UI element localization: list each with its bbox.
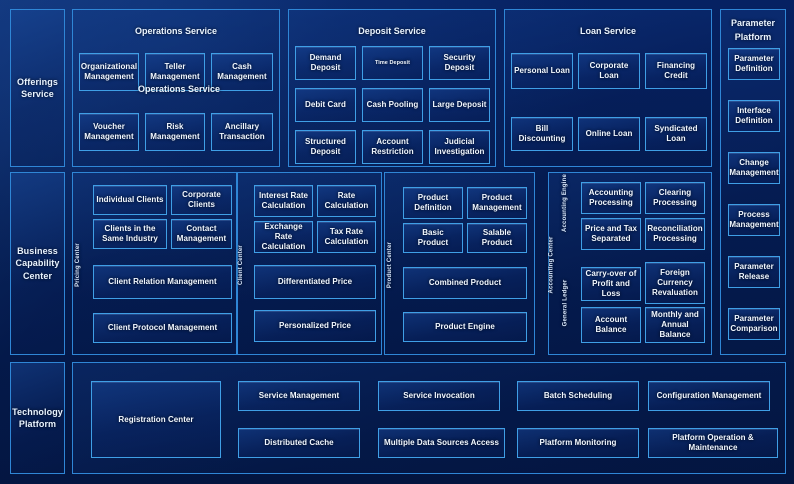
layer-label-business-capability-center[interactable]: Business Capability Center — [10, 172, 65, 355]
capability-cash-pooling[interactable]: Cash Pooling — [362, 88, 423, 122]
capability-bill-discounting[interactable]: Bill Discounting — [511, 117, 573, 151]
capability-change-management[interactable]: Change Management — [728, 152, 780, 184]
capability-corporate-loan[interactable]: Corporate Loan — [578, 53, 640, 89]
layer-label-offerings-service[interactable]: Offerings Service — [10, 9, 65, 167]
technology-label-line1: Technology — [12, 406, 63, 417]
group-product-center[interactable]: Product Center Product Definition Produc… — [384, 172, 535, 355]
capability-process-management[interactable]: Process Management — [728, 204, 780, 236]
offerings-label-line1: Offerings — [17, 76, 58, 87]
group-client-center[interactable]: Client Center Interest Rate Calculation … — [237, 172, 382, 355]
capability-personal-loan[interactable]: Personal Loan — [511, 53, 573, 89]
group-title-operations-service: Operations Service — [134, 26, 218, 36]
capability-exchange-rate-calculation[interactable]: Exchange Rate Calculation — [254, 221, 313, 253]
layer-label-technology-platform[interactable]: Technology Platform — [10, 362, 65, 474]
capability-contact-management[interactable]: Contact Management — [171, 219, 232, 249]
capability-judicial-investigation[interactable]: Judicial Investigation — [429, 130, 490, 164]
capability-combined-product[interactable]: Combined Product — [403, 267, 527, 299]
parameter-platform-title-line1: Parameter — [730, 18, 776, 28]
capability-structured-deposit[interactable]: Structured Deposit — [295, 130, 356, 164]
capability-clients-same-industry[interactable]: Clients in the Same Industry — [93, 219, 167, 249]
group-pricing-center[interactable]: Pricing Center Individual Clients Corpor… — [72, 172, 237, 355]
capability-basic-product[interactable]: Basic Product — [403, 223, 463, 253]
capability-teller-management[interactable]: Teller Management — [145, 53, 205, 91]
group-parameter-platform[interactable]: Parameter Platform Parameter Definition … — [720, 9, 786, 355]
capability-rate-calculation[interactable]: Rate Calculation — [317, 185, 376, 217]
capability-product-definition[interactable]: Product Definition — [403, 187, 463, 219]
group-title-loan-service: Loan Service — [579, 26, 637, 36]
group-accounting-center[interactable]: Accounting Center Accounting Engine Gene… — [548, 172, 712, 355]
capability-platform-monitoring[interactable]: Platform Monitoring — [517, 428, 639, 458]
capability-reconciliation-processing[interactable]: Reconciliation Processing — [645, 218, 705, 250]
capability-tax-rate-calculation[interactable]: Tax Rate Calculation — [317, 221, 376, 253]
capability-accounting-processing[interactable]: Accounting Processing — [581, 182, 641, 214]
capability-parameter-definition[interactable]: Parameter Definition — [728, 48, 780, 80]
group-technology-platform[interactable]: Registration Center Service Management S… — [72, 362, 786, 474]
capability-interest-rate-calculation[interactable]: Interest Rate Calculation — [254, 185, 313, 217]
business-label-line2: Capability — [15, 258, 60, 269]
capability-batch-scheduling[interactable]: Batch Scheduling — [517, 381, 639, 411]
capability-registration-center[interactable]: Registration Center — [91, 381, 221, 458]
capability-individual-clients[interactable]: Individual Clients — [93, 185, 167, 215]
group-operations-service[interactable]: Operations Service Organizational Manage… — [72, 9, 280, 167]
capability-product-management[interactable]: Product Management — [467, 187, 527, 219]
capability-service-invocation[interactable]: Service Invocation — [378, 381, 500, 411]
duplicate-title-operations-service: Operations Service — [138, 84, 221, 94]
capability-account-restriction[interactable]: Account Restriction — [362, 130, 423, 164]
capability-personalized-price[interactable]: Personalized Price — [254, 310, 376, 342]
parameter-platform-title-line2: Platform — [734, 32, 772, 42]
capability-carry-over-of-profit-and-loss[interactable]: Carry-over of Profit and Loss — [581, 267, 641, 301]
capability-product-engine[interactable]: Product Engine — [403, 312, 527, 342]
capability-monthly-and-annual-balance[interactable]: Monthly and Annual Balance — [645, 307, 705, 343]
capability-differentiated-price[interactable]: Differentiated Price — [254, 265, 376, 299]
technology-label-line2: Platform — [18, 419, 57, 429]
capability-service-management[interactable]: Service Management — [238, 381, 360, 411]
capability-multiple-data-sources-access[interactable]: Multiple Data Sources Access — [378, 428, 505, 458]
capability-voucher-management[interactable]: Voucher Management — [79, 113, 139, 151]
business-label-line3: Center — [22, 270, 53, 281]
capability-time-deposit[interactable]: Time Deposit — [362, 46, 423, 80]
capability-foreign-currency-revaluation[interactable]: Foreign Currency Revaluation — [645, 262, 705, 304]
capability-parameter-release[interactable]: Parameter Release — [728, 256, 780, 288]
capability-corporate-clients[interactable]: Corporate Clients — [171, 185, 232, 215]
capability-platform-operation-maintenance[interactable]: Platform Operation & Maintenance — [648, 428, 778, 458]
capability-price-and-tax-separated[interactable]: Price and Tax Separated — [581, 218, 641, 250]
capability-cash-management[interactable]: Cash Management — [211, 53, 273, 91]
capability-clearing-processing[interactable]: Clearing Processing — [645, 182, 705, 214]
capability-salable-product[interactable]: Salable Product — [467, 223, 527, 253]
capability-account-balance[interactable]: Account Balance — [581, 307, 641, 343]
capability-demand-deposit[interactable]: Demand Deposit — [295, 46, 356, 80]
capability-configuration-management[interactable]: Configuration Management — [648, 381, 770, 411]
capability-ancillary-transaction[interactable]: Ancillary Transaction — [211, 113, 273, 151]
capability-security-deposit[interactable]: Security Deposit — [429, 46, 490, 80]
capability-debit-card[interactable]: Debit Card — [295, 88, 356, 122]
capability-organizational-management[interactable]: Organizational Management — [79, 53, 139, 91]
capability-interface-definition[interactable]: Interface Definition — [728, 100, 780, 132]
capability-client-relation-management[interactable]: Client Relation Management — [93, 265, 232, 299]
capability-distributed-cache[interactable]: Distributed Cache — [238, 428, 360, 458]
business-label-line1: Business — [17, 246, 58, 257]
group-loan-service[interactable]: Loan Service Personal Loan Corporate Loa… — [504, 9, 712, 167]
capability-large-deposit[interactable]: Large Deposit — [429, 88, 490, 122]
capability-syndicated-loan[interactable]: Syndicated Loan — [645, 117, 707, 151]
capability-risk-management[interactable]: Risk Management — [145, 113, 205, 151]
capability-online-loan[interactable]: Online Loan — [578, 117, 640, 151]
capability-client-protocol-management[interactable]: Client Protocol Management — [93, 313, 232, 343]
group-title-deposit-service: Deposit Service — [358, 26, 426, 36]
offerings-label-line2: Service — [21, 89, 54, 99]
capability-parameter-comparison[interactable]: Parameter Comparison — [728, 308, 780, 340]
capability-financing-credit[interactable]: Financing Credit — [645, 53, 707, 89]
group-deposit-service[interactable]: Deposit Service Demand Deposit Time Depo… — [288, 9, 496, 167]
